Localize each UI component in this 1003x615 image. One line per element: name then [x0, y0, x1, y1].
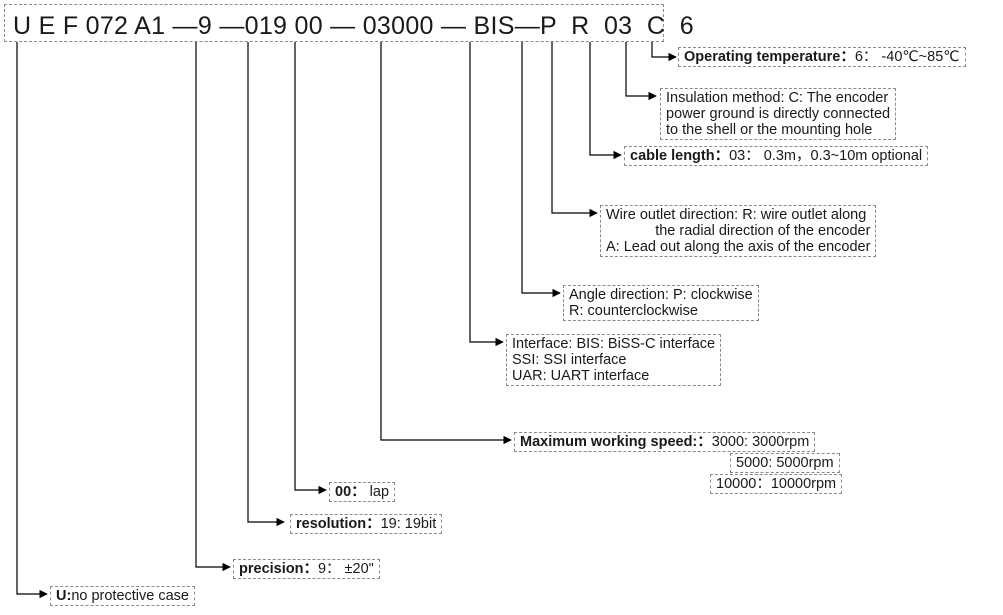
precision-value: 9： ±20"	[317, 561, 374, 577]
lap-annotation: 00： lap	[329, 482, 396, 502]
code-cable: 03	[603, 12, 633, 40]
speed-option-5000: 5000: 5000rpm	[730, 453, 840, 473]
outlet-line: the radial direction of the encoder	[655, 223, 871, 239]
code-outlet: R	[571, 12, 590, 40]
precision-annotation: precision：9： ±20"	[233, 559, 380, 579]
speed-label: Maximum working speed:：	[520, 434, 712, 450]
lap-label: 00：	[335, 484, 366, 500]
speed-value: 10000：10000rpm	[716, 476, 837, 492]
model-code: U E F 072 A1 —9 —019 00 — 03000 — BIS—P …	[13, 11, 694, 41]
insulation-line: power ground is directly connected	[666, 106, 891, 122]
code-angle: P	[540, 12, 557, 40]
leader-cable	[589, 42, 622, 160]
angle-line: Angle direction: P: clockwise	[569, 287, 753, 303]
leader-precision	[195, 42, 231, 572]
code-temperature: 6	[679, 12, 694, 40]
outlet-line: A: Lead out along the axis of the encode…	[606, 239, 871, 255]
code-dash: —	[172, 12, 198, 40]
cable-value: 03： 0.3m，0.3~10m optional	[729, 148, 923, 164]
cable-annotation: cable length：03： 0.3m，0.3~10m optional	[624, 146, 929, 166]
leader-protection	[16, 42, 48, 599]
code-dash: —	[322, 12, 363, 40]
temperature-label: Operating temperature：	[684, 49, 855, 65]
angle-line: R: counterclockwise	[569, 303, 698, 319]
code-precision: 9	[197, 12, 213, 40]
cable-label: cable length：	[630, 148, 730, 164]
outlet-annotation: Wire outlet direction: R: wire outlet al…	[600, 205, 877, 257]
code-u: U	[13, 12, 32, 40]
leader-angle	[521, 42, 561, 298]
code-interface: BIS	[473, 12, 515, 40]
protection-label: U:	[56, 588, 72, 604]
resolution-value: 19: 19bit	[380, 516, 437, 532]
interface-annotation: Interface: BIS: BiSS-C interface SSI: SS…	[506, 334, 722, 386]
speed-option-10000: 10000：10000rpm	[710, 474, 843, 494]
resolution-label: resolution：	[296, 516, 381, 532]
angle-annotation: Angle direction: P: clockwise R: counter…	[563, 285, 759, 321]
temperature-value: 6： -40℃~85℃	[854, 49, 960, 65]
code-dash: —	[433, 12, 474, 40]
speed-value: 5000: 5000rpm	[736, 455, 834, 471]
code-resolution: 019	[244, 12, 288, 40]
outlet-line: Wire outlet direction: R: wire outlet al…	[606, 207, 867, 223]
code-dash: —	[514, 12, 541, 40]
insulation-line: to the shell or the mounting hole	[666, 122, 873, 138]
protection-value: no protective case	[71, 588, 189, 604]
leader-lap	[294, 42, 327, 495]
resolution-annotation: resolution：19: 19bit	[290, 514, 443, 534]
code-dash: —	[212, 12, 245, 40]
code-lap: 00	[287, 12, 323, 40]
lap-value: lap	[365, 484, 390, 500]
interface-line: UAR: UART interface	[512, 368, 650, 384]
leader-insulation	[625, 42, 657, 101]
insulation-annotation: Insulation method: C: The encoder power …	[660, 88, 897, 140]
interface-line: Interface: BIS: BiSS-C interface	[512, 336, 716, 352]
code-ef: E F 072 A1	[31, 12, 173, 40]
temperature-annotation: Operating temperature：6： -40℃~85℃	[678, 47, 966, 67]
protection-annotation: U:no protective case	[50, 586, 195, 606]
code-insulation: C	[646, 12, 666, 40]
insulation-line: Insulation method: C: The encoder	[666, 90, 889, 106]
leader-interface	[469, 42, 504, 347]
leader-temperature	[651, 42, 677, 62]
code-speed: 03000	[362, 12, 434, 40]
interface-line: SSI: SSI interface	[512, 352, 627, 368]
model-code-frame: U E F 072 A1 —9 —019 00 — 03000 — BIS—P …	[4, 4, 694, 42]
leader-outlet	[551, 42, 598, 218]
leader-speed	[380, 42, 512, 445]
precision-label: precision：	[239, 561, 318, 577]
speed-annotation: Maximum working speed:：3000: 3000rpm	[514, 432, 816, 452]
leader-resolution	[247, 42, 285, 527]
speed-value: 3000: 3000rpm	[711, 434, 810, 450]
